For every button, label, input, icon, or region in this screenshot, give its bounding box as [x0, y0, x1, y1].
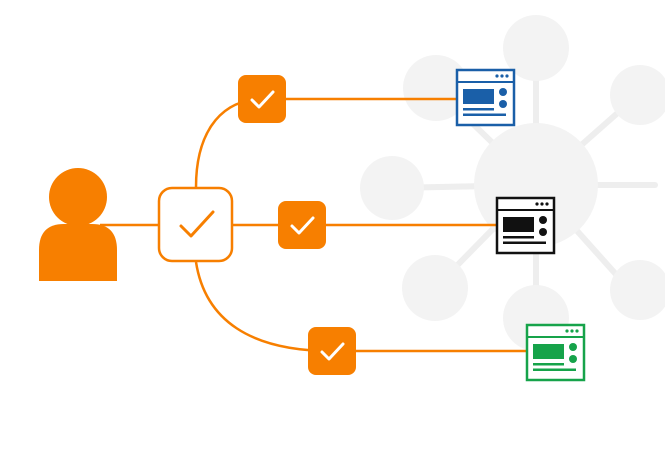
- app-window-icon-blue: [455, 68, 516, 127]
- checkmark-icon: [179, 210, 215, 238]
- app-window-icon-green: [525, 323, 586, 382]
- checkmark-icon: [320, 342, 345, 361]
- user-icon: [39, 168, 117, 281]
- route-line-bottom: [194, 261, 528, 353]
- route-check-middle: [278, 201, 326, 249]
- route-check-top: [238, 75, 286, 123]
- route-check-bottom: [308, 327, 356, 375]
- network-hub-icon: [360, 15, 665, 351]
- checkmark-icon: [250, 90, 275, 109]
- checkmark-icon: [290, 216, 315, 235]
- app-window-icon-black: [495, 196, 556, 255]
- central-check-node: [157, 186, 234, 263]
